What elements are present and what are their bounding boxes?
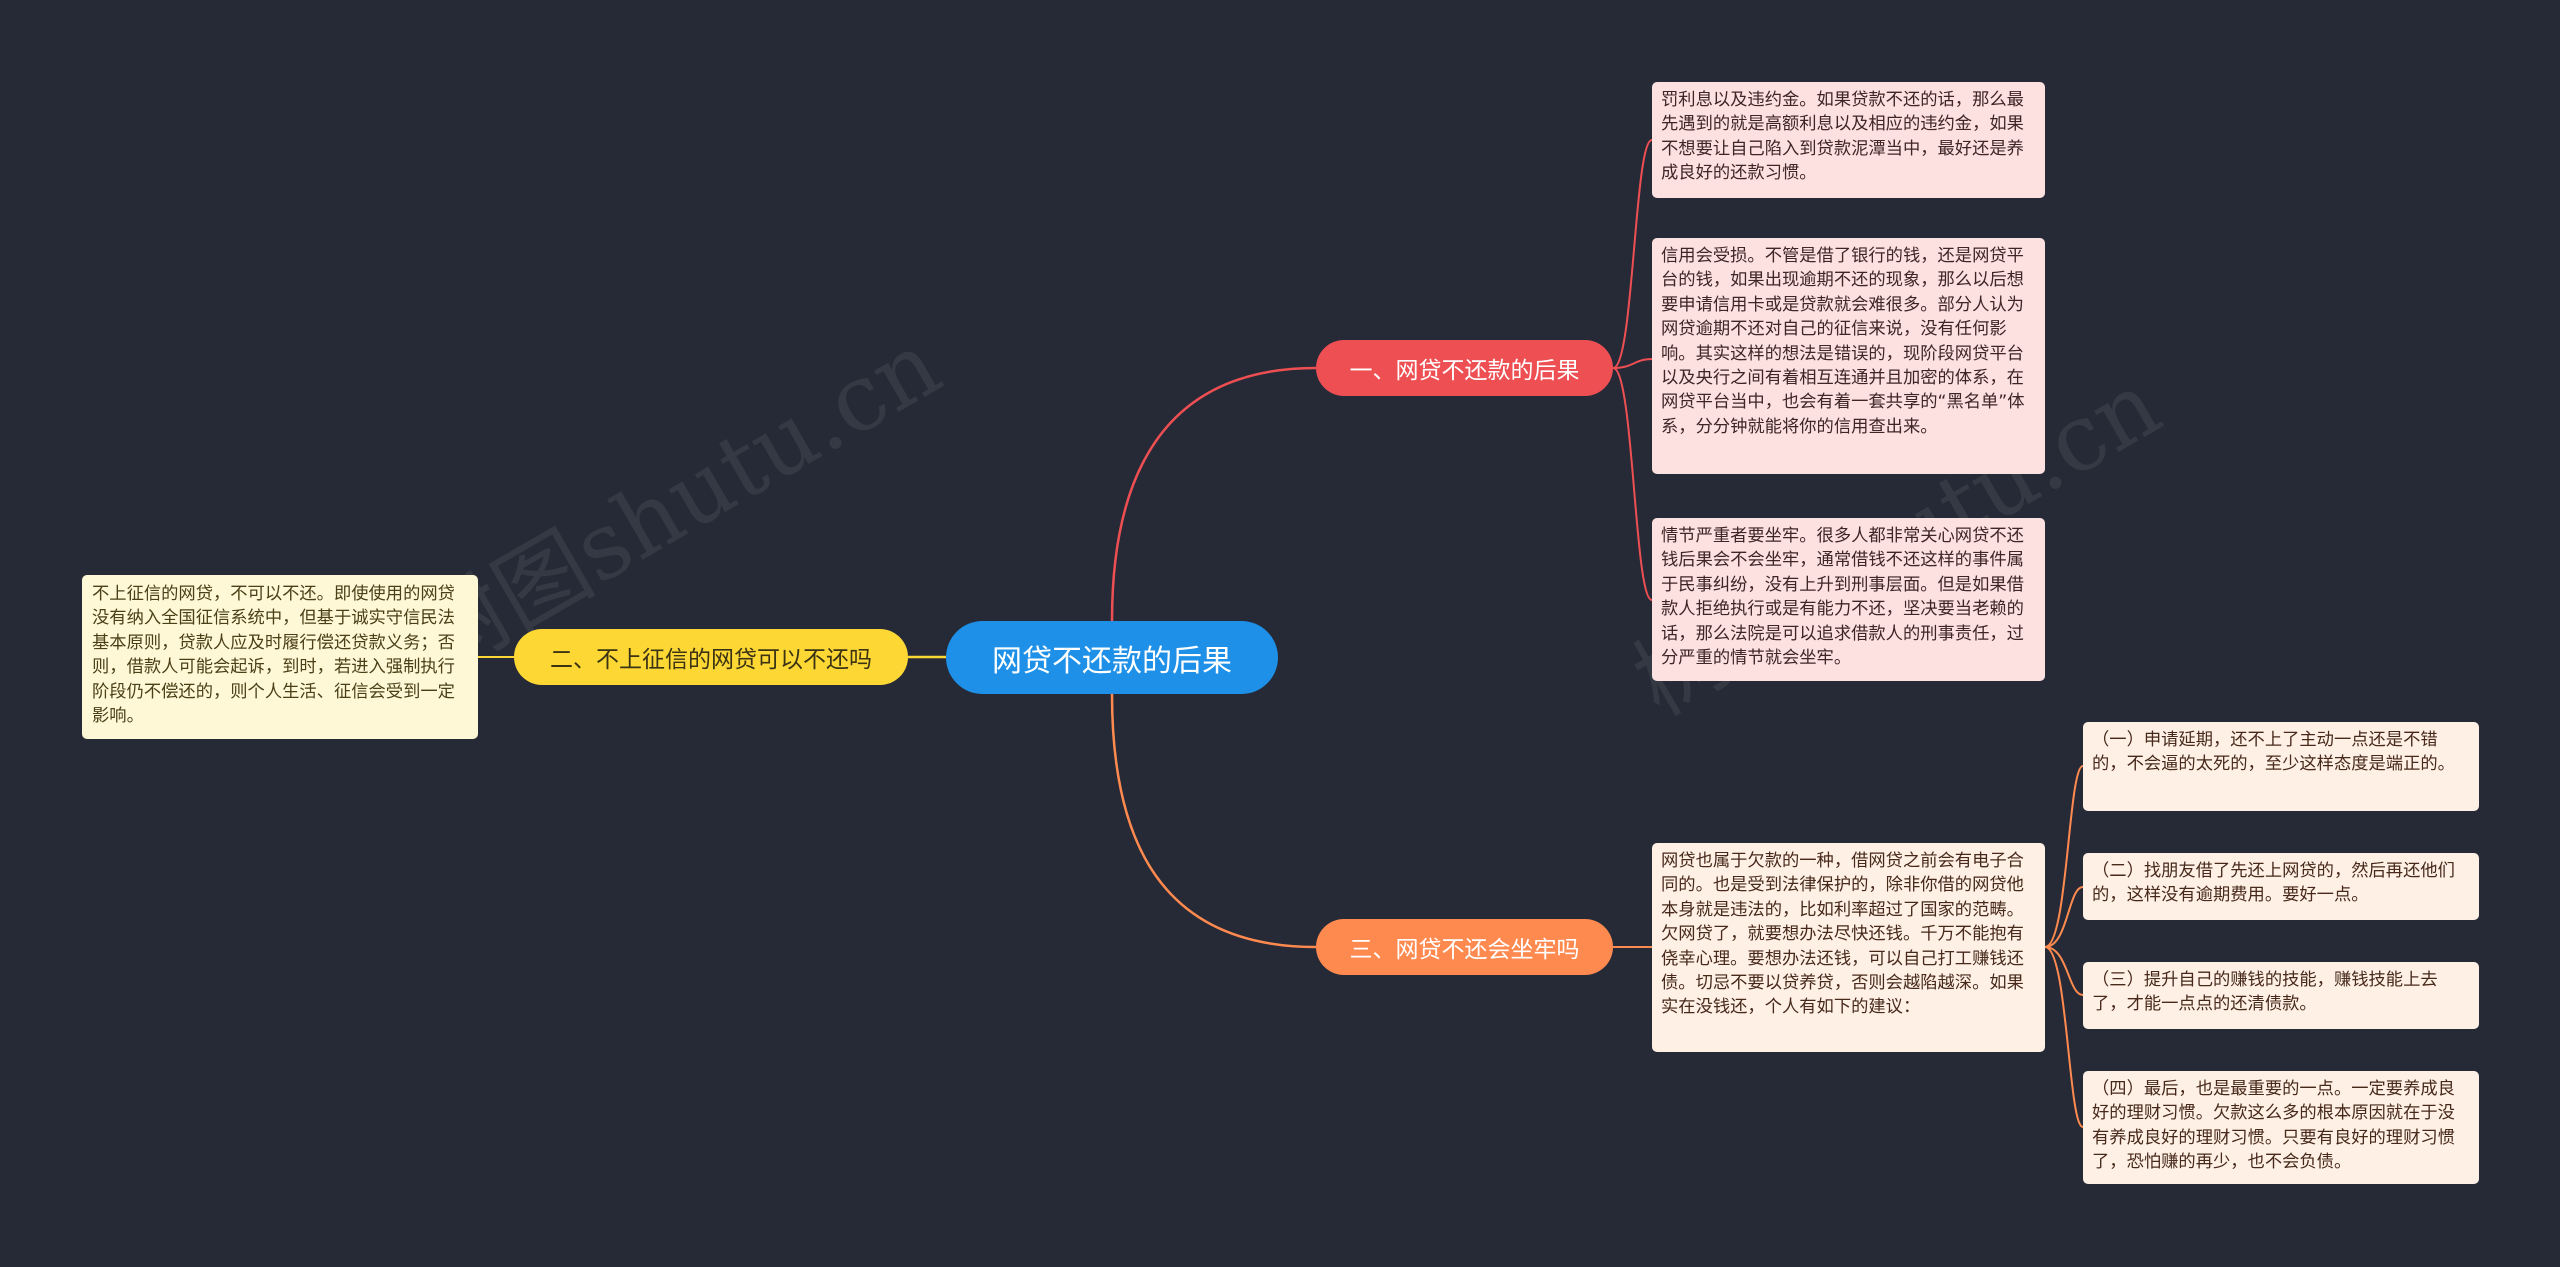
card-jail-answer[interactable]: 网贷也属于欠款的一种，借网贷之前会有电子合同的。也是受到法律保护的，除非你借的网… [1652, 843, 2045, 1052]
branch-jail-question[interactable]: 三、网贷不还会坐牢吗 [1316, 919, 1613, 975]
link-sub4 [2044, 946, 2084, 1128]
subcard-extension[interactable]: （一）申请延期，还不上了主动一点还是不错的，不会逼的太死的，至少这样态度是端正的… [2083, 722, 2479, 811]
subcard-financial-habits[interactable]: （四）最后，也是最重要的一点。一定要养成良好的理财习惯。欠款这么多的根本原因就在… [2083, 1071, 2479, 1184]
branch-no-credit-loan[interactable]: 二、不上征信的网贷可以不还吗 [514, 629, 908, 685]
link-b1-card3 [1612, 367, 1653, 601]
link-b1-card1 [1612, 139, 1653, 369]
card-credit-damage[interactable]: 信用会受损。不管是借了银行的钱，还是网贷平台的钱，如果出现逾期不还的现象，那么以… [1652, 238, 2045, 474]
link-b1-card2 [1612, 358, 1653, 369]
card-no-credit-answer[interactable]: 不上征信的网贷，不可以不还。即使使用的网贷没有纳入全国征信系统中，但基于诚实守信… [82, 575, 478, 739]
link-sub1 [2044, 765, 2084, 948]
link-sub2 [2044, 886, 2084, 948]
branch-consequences[interactable]: 一、网贷不还款的后果 [1316, 340, 1613, 396]
card-penalty-interest[interactable]: 罚利息以及违约金。如果贷款不还的话，那么最先遇到的就是高额利息以及相应的违约金，… [1652, 82, 2045, 198]
subcard-improve-skills[interactable]: （三）提升自己的赚钱的技能，赚钱技能上去了，才能一点点的还清债款。 [2083, 962, 2479, 1029]
root-topic[interactable]: 网贷不还款的后果 [946, 621, 1278, 694]
link-root-b1 [1110, 366, 1317, 622]
link-sub3 [2044, 946, 2084, 996]
link-root-b3 [1110, 693, 1317, 949]
card-jail-risk[interactable]: 情节严重者要坐牢。很多人都非常关心网贷不还钱后果会不会坐牢，通常借钱不还这样的事… [1652, 518, 2045, 681]
subcard-borrow-friends[interactable]: （二）找朋友借了先还上网贷的，然后再还他们的，这样没有逾期费用。要好一点。 [2083, 853, 2479, 920]
